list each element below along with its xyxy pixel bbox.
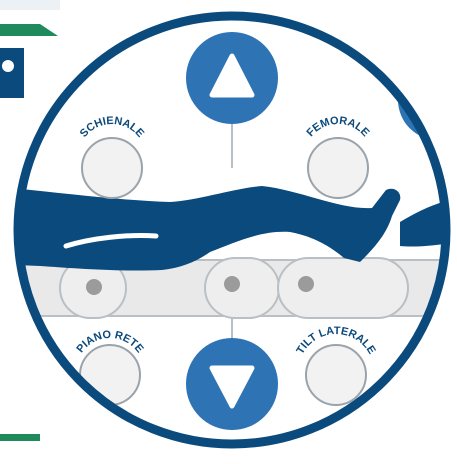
schienale-button[interactable] — [81, 137, 143, 199]
tilt-laterale-button[interactable] — [305, 344, 367, 406]
piano-rete-button[interactable] — [79, 344, 141, 406]
up-triangle-icon — [209, 53, 255, 98]
background-panel — [0, 0, 60, 441]
lens-ring — [13, 11, 451, 449]
down-button[interactable] — [186, 338, 278, 430]
femorale-button[interactable] — [307, 137, 369, 199]
up-button[interactable] — [186, 32, 278, 124]
patient-on-bed-icon — [18, 186, 446, 271]
bed-rail — [18, 257, 446, 319]
down-triangle-icon — [209, 365, 255, 409]
